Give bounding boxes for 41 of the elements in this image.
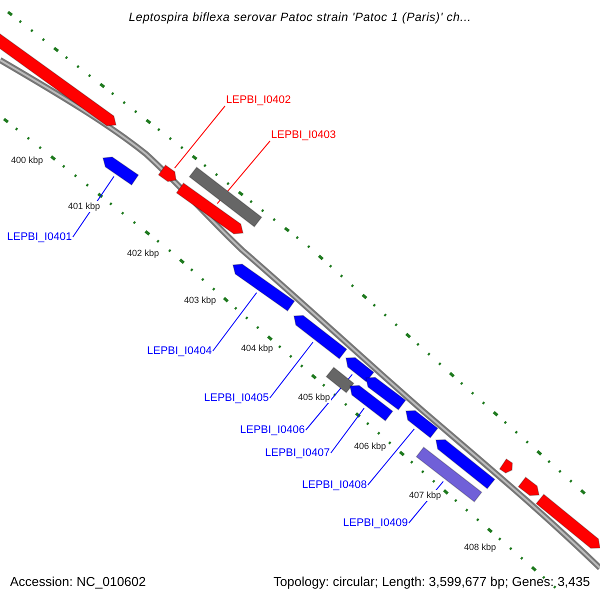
- gene-label: LEPBI_I0407: [265, 448, 330, 459]
- gene-block: [518, 476, 540, 496]
- scale-label: 403 kbp: [183, 295, 218, 306]
- footer-text: Accession: NC_010602: [10, 575, 146, 588]
- leader-line: [269, 342, 314, 398]
- gene-block: [293, 315, 348, 360]
- gene-block: [349, 385, 394, 422]
- gene-block: [158, 164, 177, 182]
- gene-label: LEPBI_I0405: [204, 393, 269, 404]
- leader-line: [367, 428, 415, 486]
- scale-label: 407 kbp: [408, 490, 442, 501]
- gene-block: [365, 376, 406, 410]
- leader-line: [174, 106, 226, 168]
- scale-label: 404 kbp: [240, 343, 274, 354]
- gene-block: [102, 156, 140, 186]
- footer-text: Topology: circular; Length: 3,599,677 bp; Genes: 3,435: [273, 575, 590, 588]
- gene-block: [188, 166, 262, 228]
- scale-label: 408 kbp: [463, 542, 498, 553]
- gene-block: [498, 458, 513, 474]
- scale-label: 406 kbp: [353, 441, 388, 452]
- gene-block: [345, 357, 374, 382]
- title: Leptospira biflexa serovar Patoc strain 'Patoc 1 (Paris)' ch...: [128, 11, 472, 23]
- gene-label: LEPBI_I0401: [7, 232, 72, 243]
- gene-block: [405, 410, 438, 438]
- gene-label: LEPBI_I0408: [302, 480, 367, 491]
- gene-block: [536, 494, 600, 549]
- gene-block: [232, 264, 296, 312]
- gene-block: [435, 439, 496, 490]
- gene-label: LEPBI_I0409: [343, 518, 408, 529]
- gene-label: LEPBI_I0406: [240, 425, 305, 436]
- leader-line: [330, 408, 365, 454]
- gene-label: LEPBI_I0404: [147, 346, 212, 357]
- gene-block: [176, 182, 244, 234]
- leader-line: [212, 292, 258, 352]
- gene-block: [326, 366, 354, 394]
- scale-label: 402 kbp: [126, 248, 160, 259]
- scale-label: 405 kbp: [297, 392, 332, 403]
- scale-label: 401 kbp: [67, 201, 102, 212]
- gene-label: LEPBI_I0403: [271, 130, 336, 141]
- gene-label: LEPBI_I0402: [226, 95, 291, 106]
- scale-label: 400 kbp: [10, 155, 44, 166]
